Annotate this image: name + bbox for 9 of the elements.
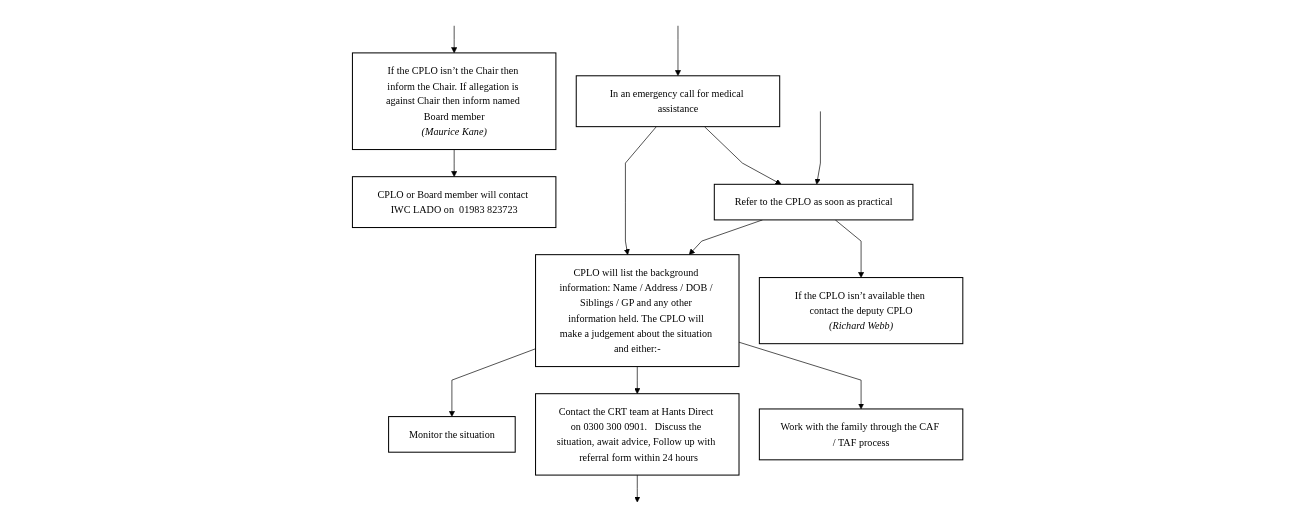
node-box: Work with the family through the CAF / TAF process	[758, 408, 964, 461]
node-box: CPLO will list the background information: Name / Address / DOB / Siblings / GP and any other information held. The CPLO will make a judgement about the situation and either:-	[534, 254, 740, 368]
node-box: Monitor the situation	[387, 416, 516, 453]
node-box: If the CPLO isn’t the Chair then inform the Chair. If allegation is against Chair then inform named Board member (Maurice Kane)	[351, 52, 557, 151]
node-box: In an emergency call for medical assistance	[575, 75, 781, 128]
node-box: CPLO or Board member will contact IWC LADO on 01983 823723	[351, 176, 557, 229]
node-box: Contact the CRT team at Hants Direct on 0300 300 0901. Discuss the situation, await advice, Follow up with referral form within 24 hours	[534, 393, 740, 476]
node-box: Refer to the CPLO as soon as practical	[713, 183, 914, 221]
node-box: If the CPLO isn’t available then contact the deputy CPLO (Richard Webb)	[758, 277, 964, 345]
